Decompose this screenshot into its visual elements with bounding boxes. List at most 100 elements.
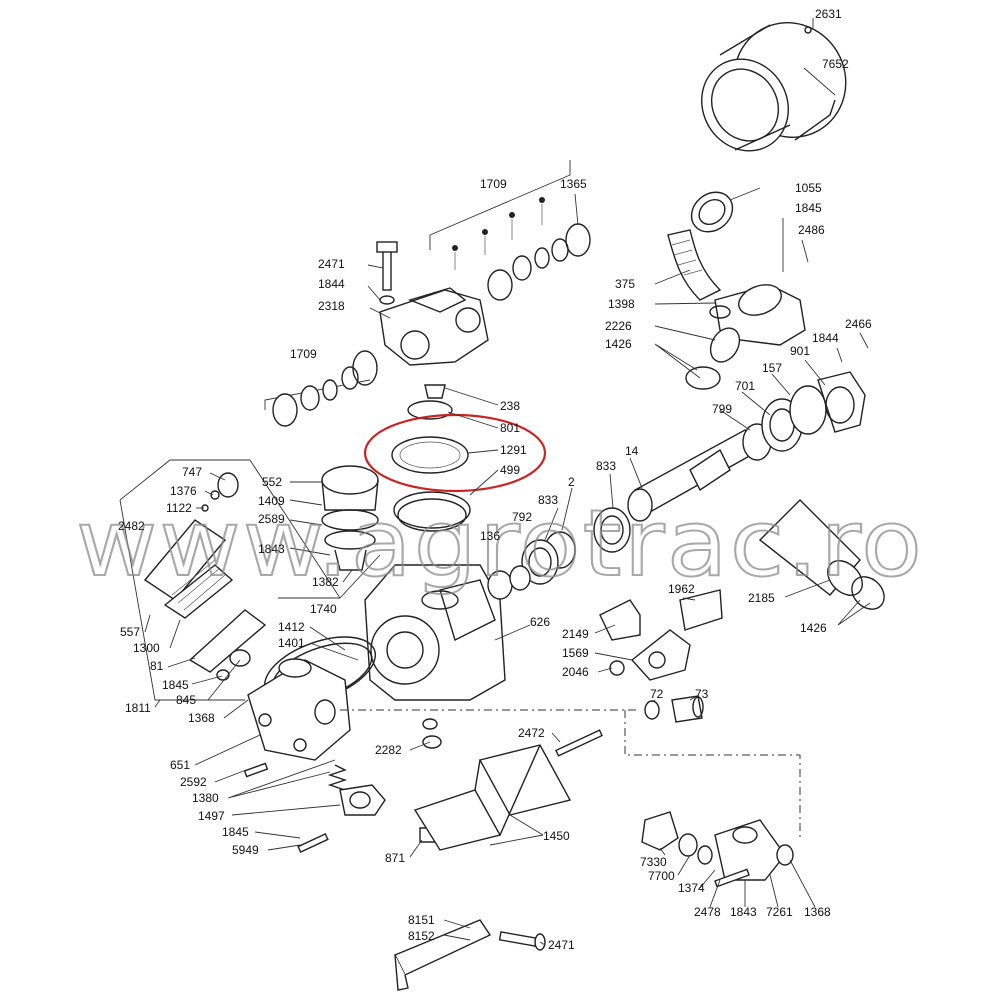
part-label-833a: 833 [596, 459, 616, 473]
part-label-1368a: 1368 [188, 711, 215, 725]
part-label-1709b: 1709 [290, 347, 317, 361]
part-label-2482: 2482 [118, 519, 145, 533]
part-label-2: 2 [568, 475, 575, 489]
part-label-845: 845 [176, 693, 196, 707]
part-label-5949: 5949 [232, 843, 259, 857]
part-label-1412: 1412 [278, 620, 305, 634]
part-label-1055: 1055 [795, 181, 822, 195]
watermark: www.agrotrac.ro [75, 489, 924, 598]
part-label-1845c: 1845 [222, 825, 249, 839]
part-label-2466: 2466 [845, 317, 872, 331]
highlight-ellipse [363, 413, 547, 493]
part-label-2046: 2046 [562, 665, 589, 679]
part-label-136: 136 [480, 529, 500, 543]
part-label-1843b: 1843 [730, 905, 757, 919]
part-label-2478: 2478 [694, 905, 721, 919]
part-label-1569: 1569 [562, 646, 589, 660]
leader-lines [144, 18, 871, 946]
part-label-2471a: 2471 [318, 257, 345, 271]
outlet-group [641, 811, 794, 888]
part-label-552: 552 [262, 475, 282, 489]
part-label-701: 701 [735, 379, 755, 393]
part-label-7261: 7261 [766, 905, 793, 919]
part-label-799: 799 [712, 402, 732, 416]
assembly-lines [340, 709, 801, 840]
piston-552 [321, 465, 379, 571]
part-label-238: 238 [500, 399, 520, 413]
part-label-1845b: 1845 [162, 678, 189, 692]
part-drawings [119, 22, 885, 991]
part-label-375: 375 [615, 277, 635, 291]
valve-housing-2318 [376, 241, 489, 366]
part-label-792: 792 [512, 510, 532, 524]
part-label-499: 499 [500, 463, 520, 477]
part-label-7652: 7652 [822, 57, 849, 71]
part-label-1409: 1409 [258, 494, 285, 508]
part-label-557: 557 [120, 625, 140, 639]
valve-group-1709-left [264, 350, 378, 427]
part-label-1845a: 1845 [795, 201, 822, 215]
part-label-1122: 1122 [166, 501, 192, 515]
crankshaft-14 [627, 371, 866, 522]
part-label-651: 651 [170, 758, 190, 772]
part-label-1709a: 1709 [480, 177, 507, 191]
part-label-1376: 1376 [170, 484, 197, 498]
part-label-2185: 2185 [748, 591, 775, 605]
part-label-1450: 1450 [543, 829, 570, 843]
manifold-2226 [685, 284, 806, 390]
part-label-1426b: 1426 [800, 621, 827, 635]
bracket-1450 [413, 744, 572, 851]
part-label-1382: 1382 [312, 575, 339, 589]
elbow-pipe-375 [667, 191, 734, 301]
part-label-81: 81 [150, 659, 164, 673]
part-label-1843a: 1843 [258, 542, 285, 556]
pump-body-626 [263, 564, 506, 704]
part-label-1368b: 1368 [804, 905, 831, 919]
part-label-2589: 2589 [258, 512, 285, 526]
part-label-2486: 2486 [798, 223, 825, 237]
part-label-2226: 2226 [605, 319, 632, 333]
watermark-text: www.agrotrac.ro [76, 490, 924, 597]
part-label-1374: 1374 [678, 881, 705, 895]
part-label-72: 72 [650, 687, 664, 701]
part-label-2318: 2318 [318, 299, 345, 313]
part-label-1497: 1497 [198, 809, 225, 823]
part-label-1811: 1811 [125, 701, 151, 715]
part-label-2282: 2282 [375, 743, 402, 757]
part-label-1962: 1962 [668, 582, 695, 596]
part-label-157: 157 [762, 361, 782, 375]
part-label-1401: 1401 [278, 636, 305, 650]
part-label-2631: 2631 [815, 7, 842, 21]
diaphragm-stack [391, 384, 471, 532]
part-label-871: 871 [385, 851, 405, 865]
part-label-901: 901 [790, 344, 810, 358]
cover-drum-7652 [700, 22, 847, 152]
part-label-73: 73 [695, 687, 709, 701]
fittings-72-73 [644, 695, 704, 723]
part-label-1300: 1300 [133, 641, 160, 655]
part-label-1380: 1380 [192, 791, 219, 805]
part-label-2592: 2592 [180, 775, 207, 789]
part-label-2472: 2472 [518, 726, 545, 740]
tube-2185 [758, 499, 885, 610]
part-label-626: 626 [530, 615, 550, 629]
part-label-1740: 1740 [310, 602, 337, 616]
valve-body-651 [243, 658, 386, 853]
part-label-8152: 8152 [408, 929, 435, 943]
part-label-2471b: 2471 [548, 938, 575, 952]
part-label-1844b: 1844 [812, 331, 839, 345]
part-label-801: 801 [500, 421, 520, 435]
part-label-1291: 1291 [500, 443, 527, 457]
part-label-8151: 8151 [408, 913, 435, 927]
valve-group-1709-top [429, 160, 591, 301]
part-label-7330: 7330 [640, 855, 667, 869]
part-label-14: 14 [625, 444, 639, 458]
part-label-1398: 1398 [608, 297, 635, 311]
part-label-7700: 7700 [648, 869, 675, 883]
bracket-8151 [394, 919, 546, 991]
part-label-1844a: 1844 [318, 277, 345, 291]
rings-833 [487, 507, 631, 600]
